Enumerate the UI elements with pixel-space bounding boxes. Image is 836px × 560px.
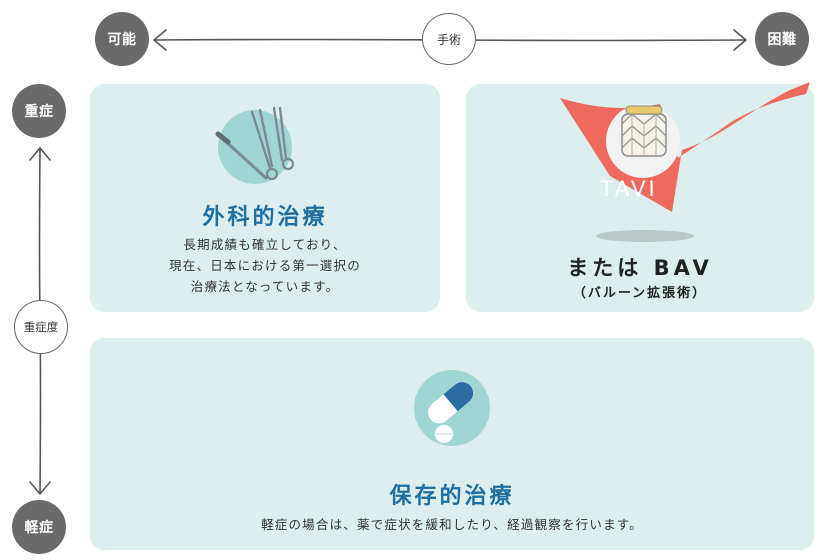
tavi-flag-label: TAVI <box>600 176 658 201</box>
surgical-desc-line-3: 治療法となっています。 <box>190 279 340 294</box>
conservative-description: 軽症の場合は、薬で症状を緩和したり、経過観察を行います。 <box>261 517 643 532</box>
conservative-treatment-panel: 保存的治療 軽症の場合は、薬で症状を緩和したり、経過観察を行います。 <box>90 338 814 550</box>
surgical-treatment-panel: 外科的治療 長期成績も確立しており、 現在、日本における第一選択の 治療法となっ… <box>90 84 440 312</box>
axis-left-badge: 可能 <box>95 12 149 66</box>
surgical-title: 外科的治療 <box>202 205 328 230</box>
surgical-desc-line-1: 長期成績も確立しており、 <box>183 237 347 252</box>
tavi-flag <box>560 82 810 212</box>
axis-right-badge: 困難 <box>755 12 809 66</box>
tavi-valve-icon <box>621 105 667 157</box>
axis-center-label: 手術 <box>436 32 461 47</box>
severity-top-label: 重症 <box>24 104 54 120</box>
severity-bottom-badge: 軽症 <box>12 500 66 554</box>
surgical-description: 長期成績も確立しており、 現在、日本における第一選択の 治療法となっています。 <box>90 234 440 297</box>
medicine-pills-icon <box>428 382 474 443</box>
axis-center-badge: 手術 <box>422 13 476 65</box>
tavi-panel: TAVI または BAV （バルーン拡張術） <box>466 82 814 312</box>
severity-center-label: 重症度 <box>23 320 59 334</box>
severity-bottom-label: 軽症 <box>24 520 54 536</box>
axis-left-label: 可能 <box>107 32 137 48</box>
surgical-instruments-icon <box>215 106 295 181</box>
bav-title: または BAV <box>567 256 713 280</box>
axis-right-label: 困難 <box>767 32 797 48</box>
bav-subtitle: （バルーン拡張術） <box>572 286 708 301</box>
severity-top-badge: 重症 <box>12 84 66 138</box>
severity-center-badge: 重症度 <box>14 300 68 354</box>
tavi-shadow <box>596 230 694 242</box>
conservative-title: 保存的治療 <box>389 484 515 509</box>
surgical-desc-line-2: 現在、日本における第一選択の <box>169 258 361 273</box>
